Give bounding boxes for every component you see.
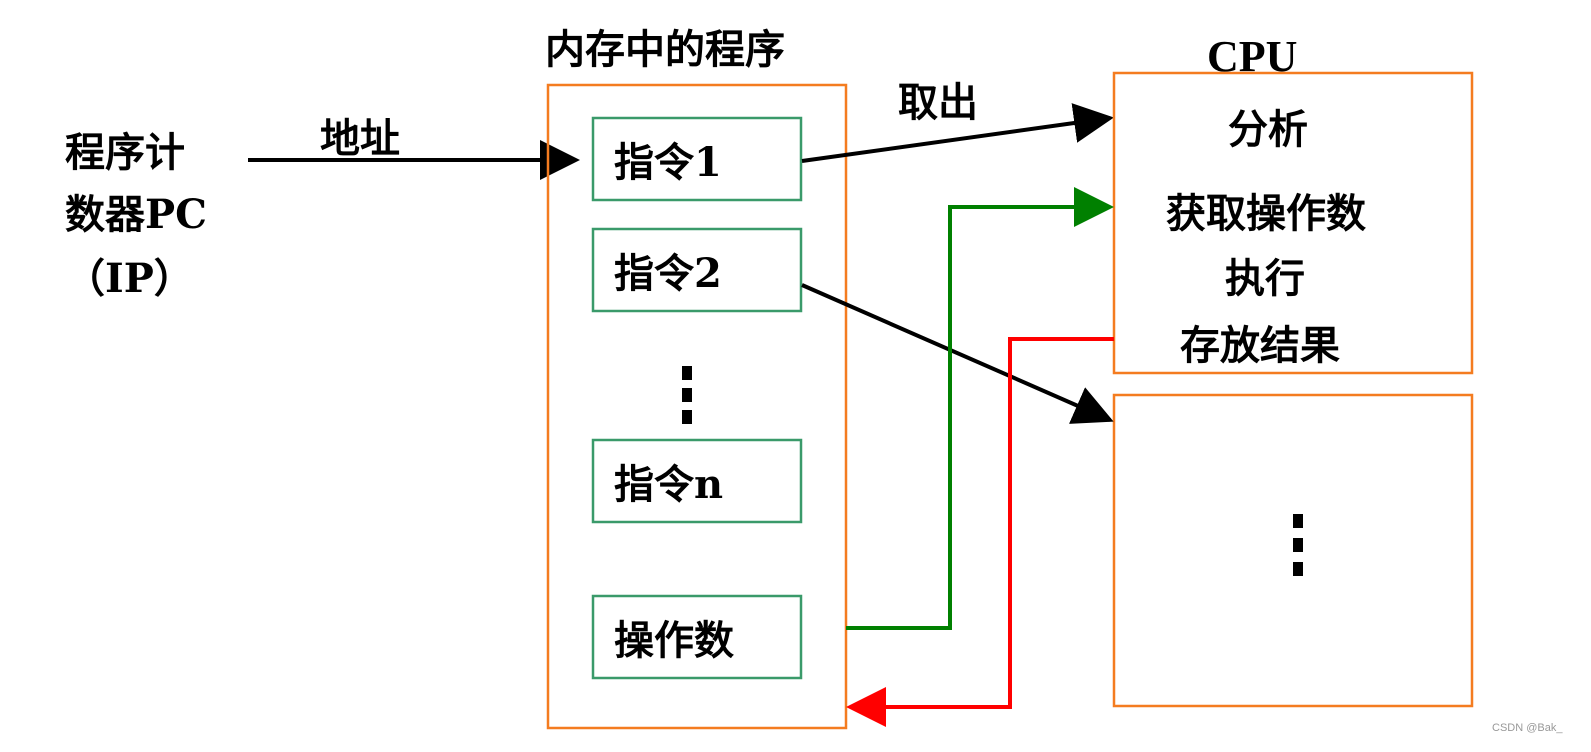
next-box-ellipsis <box>1293 514 1303 576</box>
operand-fetch-arrow <box>846 187 1114 630</box>
next-box <box>1112 393 1474 708</box>
cpu-step-store-result: 存放结果 <box>1180 322 1340 369</box>
instruction-2-box <box>591 227 803 313</box>
cpu-step-get-operand: 获取操作数 <box>1166 190 1366 237</box>
fetch-label: 取出 <box>898 79 978 126</box>
cpu-box <box>1112 71 1474 375</box>
memory-ellipsis <box>682 366 692 424</box>
instruction-2-arrow <box>801 283 1114 424</box>
instruction-1-box <box>591 116 803 202</box>
cpu-step-analyze: 分析 <box>1228 106 1308 153</box>
store-result-arrow <box>846 337 1114 727</box>
operand-box <box>591 594 803 680</box>
instruction-n-label: 指令n <box>614 461 723 508</box>
pc-label-line3: （IP） <box>65 255 194 302</box>
memory-box <box>546 83 848 730</box>
instruction-2-label: 指令2 <box>614 250 722 297</box>
memory-title: 内存中的程序 <box>545 26 785 73</box>
instruction-n-box <box>591 438 803 524</box>
pc-label-line1: 程序计 <box>65 129 185 176</box>
instruction-1-label: 指令1 <box>614 139 722 186</box>
watermark: CSDN @Bak_ <box>1492 722 1563 734</box>
fetch-arrow <box>801 103 1114 163</box>
pc-label-line2: 数器PC <box>65 191 207 238</box>
address-label: 地址 <box>320 115 400 162</box>
operand-label: 操作数 <box>614 617 734 664</box>
cpu-step-execute: 执行 <box>1225 255 1305 302</box>
